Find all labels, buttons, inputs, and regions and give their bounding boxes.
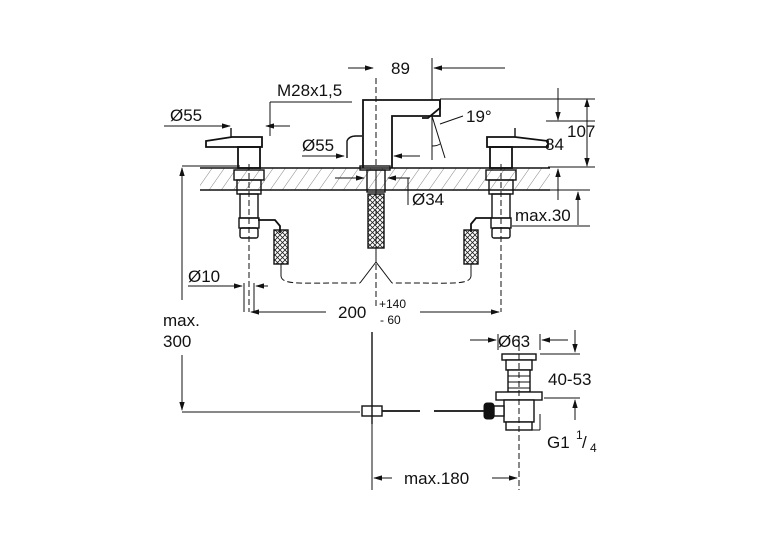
dim-thread: [269, 101, 352, 136]
dim-deck-thickness: [512, 189, 590, 227]
label-drain-thread-denominator: 4: [590, 441, 597, 455]
label-spout-angle: 19°: [466, 107, 492, 126]
label-drain-range: 40-53: [548, 370, 591, 389]
drain-assembly: [483, 336, 543, 490]
drain-rod: [361, 332, 484, 490]
countertop: [200, 167, 550, 191]
dim-drain-thread: [532, 414, 541, 431]
dim-max-300: [179, 165, 360, 413]
label-spout-base-diameter: Ø55: [302, 136, 334, 155]
label-spread-plus: +140: [379, 297, 406, 311]
dim-89: [348, 58, 505, 100]
label-drain-diameter: Ø63: [498, 332, 530, 351]
dim-drain-dia: [470, 334, 568, 350]
label-rod-reach: max.180: [404, 469, 469, 488]
label-max: max.: [163, 311, 200, 330]
label-height-84: 84: [545, 135, 564, 154]
dim-hole-dia: [335, 175, 410, 205]
label-drain-thread: G1: [547, 433, 570, 452]
label-spread-nominal: 200: [338, 303, 366, 322]
label-drain-thread-numerator: 1: [576, 428, 583, 442]
dim-heights: [440, 88, 595, 200]
left-hose: [273, 229, 360, 284]
label-thread: M28x1,5: [277, 81, 342, 100]
spout: [346, 78, 441, 306]
label-spread-minus: - 60: [380, 313, 401, 327]
label-handle-diameter: Ø55: [170, 106, 202, 125]
label-drain-thread-slash: /: [582, 433, 587, 452]
right-hose: [392, 229, 479, 284]
right-handle-valve: [470, 128, 549, 312]
label-spout-width: 89: [391, 59, 410, 78]
label-deck-thickness: max.30: [515, 206, 571, 225]
label-max-value: 300: [163, 332, 191, 351]
dim-angle: [431, 115, 464, 160]
label-pipe-diameter: Ø10: [188, 267, 220, 286]
dim-drain-range: [540, 330, 580, 420]
label-height-107: 107: [567, 122, 595, 141]
dim-pipe-dia: [188, 283, 268, 312]
label-hole-diameter: Ø34: [412, 190, 444, 209]
